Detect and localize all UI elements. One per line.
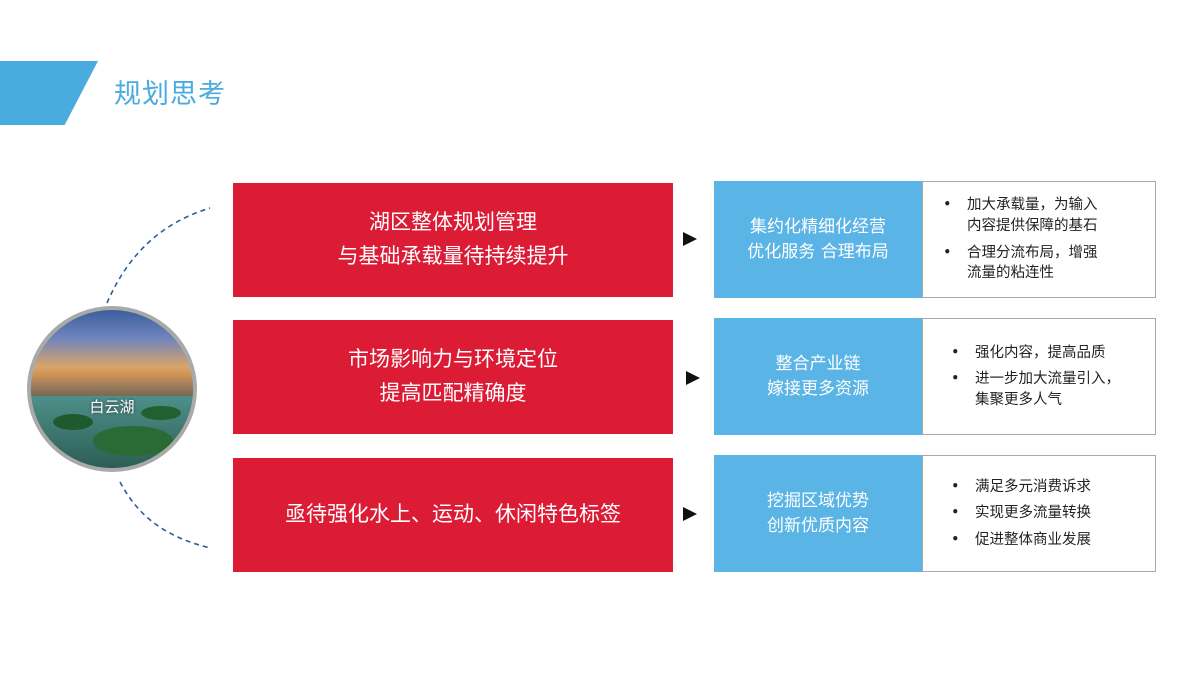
strategy-3-line-1: 挖掘区域优势 [767,489,869,514]
issue-box-1: 湖区整体规划管理 与基础承载量待持续提升 [233,183,673,297]
action-item: 强化内容，提高品质 [951,343,1145,364]
action-item: 实现更多流量转换 [951,503,1145,524]
strategy-box-3: 挖掘区域优势 创新优质内容 [714,455,922,572]
strategy-1-line-1: 集约化精细化经营 [747,215,888,240]
issue-2-line-2: 提高匹配精确度 [348,377,558,411]
action-item: 满足多元消费诉求 [951,477,1145,498]
strategy-3-line-2: 创新优质内容 [767,514,869,539]
lake-photo: 白云湖 [27,306,197,472]
action-box-3: 满足多元消费诉求 实现更多流量转换 促进整体商业发展 [922,455,1156,572]
action-box-1: 加大承载量，为输入 内容提供保障的基石 合理分流布局，增强 流量的粘连性 [922,181,1156,298]
strategy-2-line-1: 整合产业链 [767,352,869,377]
arrow-right-icon [683,507,697,521]
strategy-2-line-2: 嫁接更多资源 [767,377,869,402]
action-item: 促进整体商业发展 [951,530,1145,551]
arrow-right-icon [683,232,697,246]
issue-box-3: 亟待强化水上、运动、休闲特色标签 [233,458,673,572]
issue-2-line-1: 市场影响力与环境定位 [348,343,558,377]
issue-1-line-2: 与基础承载量待持续提升 [338,240,569,274]
action-box-2: 强化内容，提高品质 进一步加大流量引入， 集聚更多人气 [922,318,1156,435]
issue-box-2: 市场影响力与环境定位 提高匹配精确度 [233,320,673,434]
arrow-right-icon [686,371,700,385]
action-item: 进一步加大流量引入， 集聚更多人气 [951,369,1145,410]
strategy-1-line-2: 优化服务 合理布局 [747,240,888,265]
action-item: 合理分流布局，增强 流量的粘连性 [943,243,1145,284]
strategy-box-2: 整合产业链 嫁接更多资源 [714,318,922,435]
action-item: 加大承载量，为输入 内容提供保障的基石 [943,195,1145,236]
photo-label: 白云湖 [31,396,193,417]
issue-1-line-1: 湖区整体规划管理 [338,206,569,240]
strategy-box-1: 集约化精细化经营 优化服务 合理布局 [714,181,922,298]
issue-3-line-1: 亟待强化水上、运动、休闲特色标签 [285,498,621,532]
